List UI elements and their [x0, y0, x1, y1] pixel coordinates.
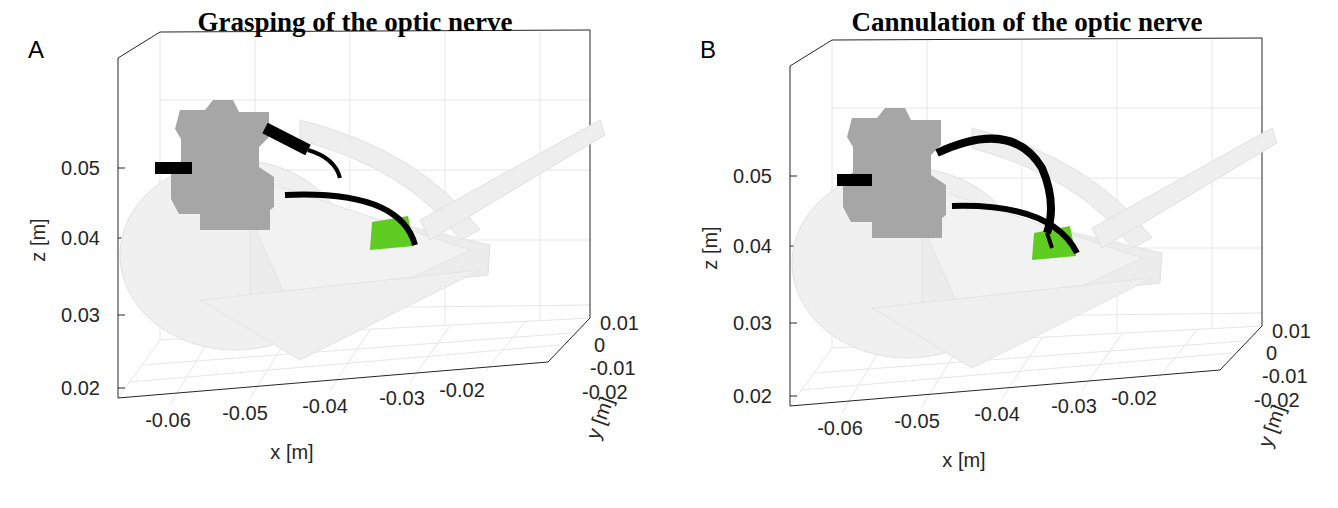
tick-label: 0.05: [61, 158, 100, 178]
tick-label: -0.06: [817, 418, 863, 438]
tick-label: -0.02: [1111, 388, 1157, 408]
panel-letter: A: [28, 38, 44, 62]
tick-label: 0: [1266, 343, 1277, 363]
tick-label: -0.01: [590, 358, 636, 378]
panel-title: Grasping of the optic nerve: [198, 9, 513, 36]
tick-label: 0.03: [733, 313, 772, 333]
tick-label: 0.04: [733, 236, 772, 256]
tick-label: -0.06: [145, 410, 191, 430]
axis-label: x [m]: [270, 442, 313, 462]
tick-label: 0.04: [61, 228, 100, 248]
panel-title: Cannulation of the optic nerve: [852, 9, 1203, 36]
tick-label: -0.04: [302, 396, 348, 416]
tick-label: 0.01: [1272, 321, 1311, 341]
tick-label: -0.04: [974, 404, 1020, 424]
tick-label: 0: [594, 335, 605, 355]
axis-label: x [m]: [942, 450, 985, 470]
tick-label: -0.01: [1262, 366, 1308, 386]
tick-label: 0.02: [61, 378, 100, 398]
panel-letter: B: [700, 38, 716, 62]
tick-label: 0.05: [733, 166, 772, 186]
tick-label: 0.02: [733, 386, 772, 406]
tick-label: -0.03: [379, 388, 425, 408]
tick-label: 0.03: [61, 305, 100, 325]
tick-label: -0.05: [894, 411, 940, 431]
tick-label: -0.05: [222, 403, 268, 423]
axis-label: z [m]: [28, 218, 48, 261]
tick-label: 0.01: [600, 313, 639, 333]
axis-label: z [m]: [700, 226, 720, 269]
tick-label: -0.03: [1051, 396, 1097, 416]
tick-label: -0.02: [439, 380, 485, 400]
